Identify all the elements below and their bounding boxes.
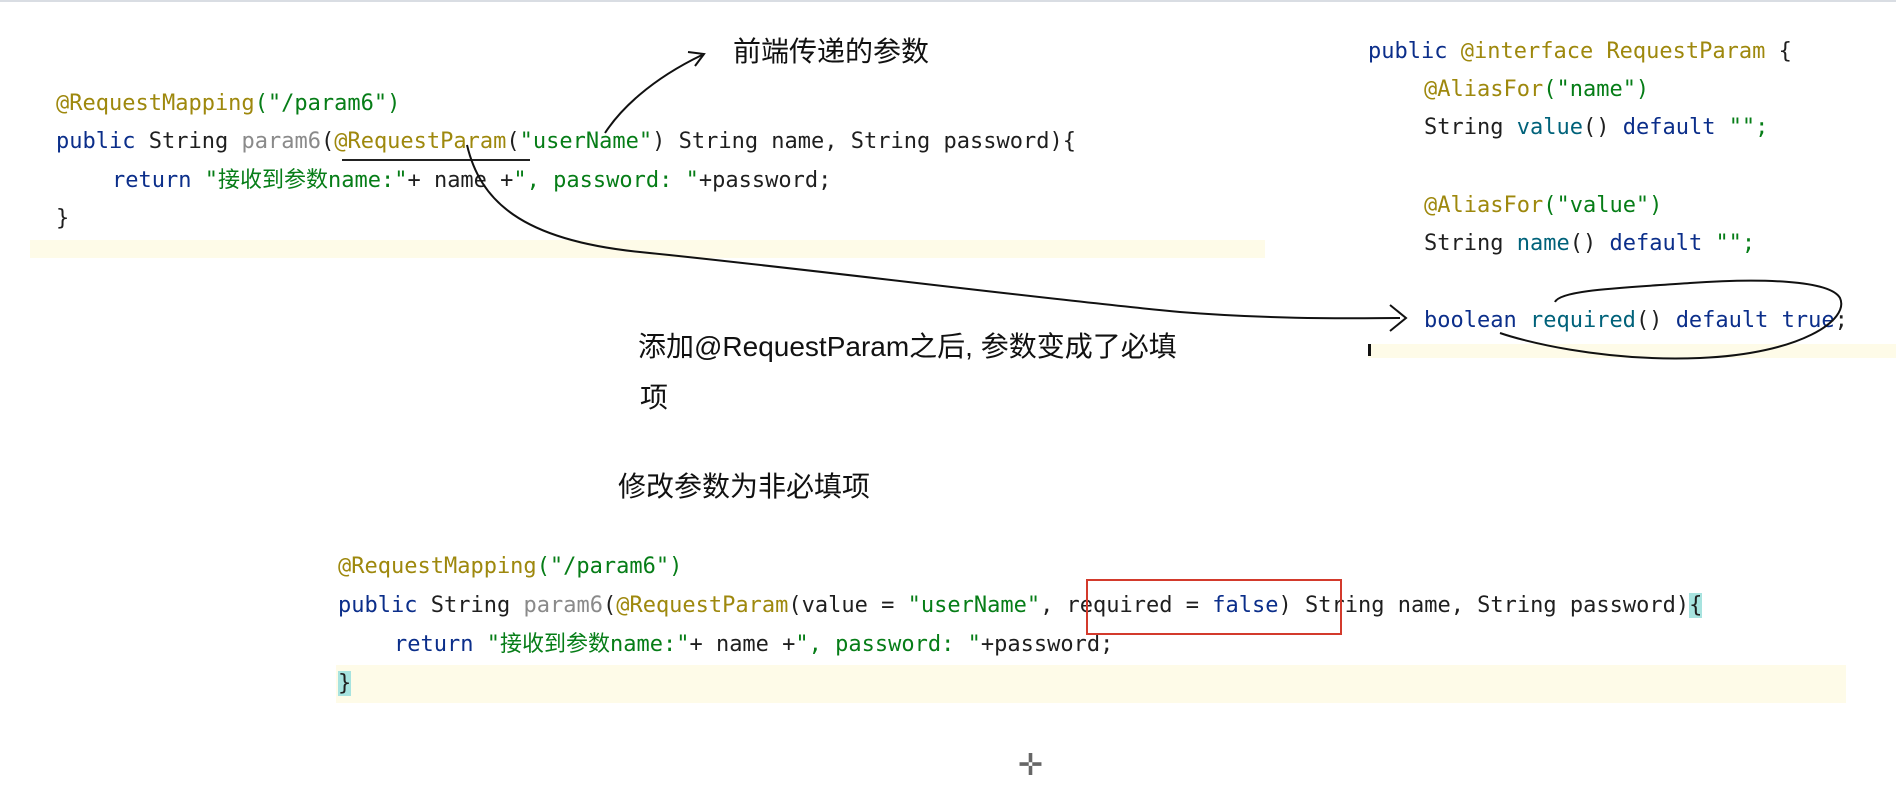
- annotation-request-mapping: @RequestMapping: [338, 554, 537, 579]
- note-required-line1: 添加@RequestParam之后, 参数变成了必填: [638, 331, 1177, 362]
- return-string-1: "接收到参数name:": [486, 632, 690, 657]
- bottom-code-snippet: @RequestMapping("/param6") public String…: [338, 552, 1703, 696]
- note-frontend-param: 前端传递的参数: [733, 36, 930, 67]
- method-required: required: [1529, 308, 1636, 333]
- mapping-path: ("/param6"): [254, 91, 401, 116]
- keyword-default: default: [1609, 231, 1703, 256]
- code-line-mapping: @RequestMapping("/param6"): [56, 89, 400, 119]
- top-code-snippet: @RequestMapping("/param6") public String…: [56, 89, 1076, 231]
- arrowhead-frontend-note: [687, 51, 706, 67]
- return-end: +password;: [980, 632, 1114, 657]
- return-type: String: [430, 593, 511, 618]
- iface-line-alias2: @AliasFor("value"): [1424, 191, 1662, 221]
- method-parens: (): [1635, 308, 1663, 333]
- keyword-public: public: [56, 129, 136, 154]
- return-end: +password;: [698, 168, 832, 193]
- keyword-return: return: [112, 168, 192, 193]
- note-modify: 修改参数为非必填项: [618, 471, 871, 502]
- cursor-crosshair-icon: ✛: [1018, 748, 1044, 783]
- annotation-request-param: @RequestParam: [616, 593, 789, 618]
- iface-line-alias1: @AliasFor("name"): [1424, 75, 1649, 105]
- code-line-mapping: @RequestMapping("/param6"): [338, 552, 682, 582]
- arrow-to-required: [466, 144, 1401, 320]
- return-mid: + name +: [407, 168, 514, 193]
- return-string-1: "接收到参数name:": [204, 168, 408, 193]
- value-string: "userName": [907, 593, 1041, 618]
- keyword-public: public: [1368, 39, 1448, 64]
- return-string-2: ", password: ": [795, 632, 981, 657]
- keyword-true: true: [1781, 308, 1835, 333]
- required-key: required =: [1053, 593, 1213, 618]
- open-brace-matched: {: [1689, 593, 1703, 618]
- keyword-boolean: boolean: [1424, 308, 1517, 333]
- keyword-interface: @interface: [1460, 39, 1594, 64]
- note-required-line2: 项: [640, 382, 669, 413]
- interface-name: RequestParam: [1606, 39, 1766, 64]
- keyword-public: public: [338, 593, 418, 618]
- code-line-return: return "接收到参数name:"+ name +", password: …: [394, 630, 1113, 660]
- code-line-close: }: [338, 669, 352, 699]
- keyword-default: default: [1675, 308, 1769, 333]
- default-value: "";: [1728, 115, 1769, 140]
- top-border: [0, 0, 1896, 2]
- method-parens: (): [1569, 231, 1597, 256]
- keyword-default: default: [1622, 115, 1716, 140]
- open-paren: (: [320, 129, 335, 154]
- annotation-args-open: (: [506, 129, 520, 154]
- open-brace: {: [1778, 39, 1792, 64]
- code-line-signature: public String param6(@RequestParam("user…: [56, 127, 1076, 157]
- code-line-return: return "接收到参数name:"+ name +", password: …: [112, 166, 831, 196]
- iface-line-name: String name() default "";: [1424, 229, 1755, 259]
- arrow-to-frontend-note: [604, 54, 703, 134]
- default-value: "";: [1715, 231, 1756, 256]
- annotation-alias-for: @AliasFor: [1424, 77, 1544, 102]
- keyword-false: false: [1212, 593, 1279, 618]
- iface-line-decl: public @interface RequestParam {: [1368, 37, 1792, 67]
- current-line-highlight-iface: [1368, 344, 1896, 358]
- param-value-string: "userName": [519, 129, 653, 154]
- return-mid: + name +: [689, 632, 796, 657]
- annotation-args-close: ): [652, 129, 666, 154]
- comma: ,: [1040, 593, 1054, 618]
- method-parens: (): [1582, 115, 1610, 140]
- annotation-request-param: @RequestParam: [334, 129, 507, 154]
- value-key: (value =: [788, 593, 908, 618]
- annotation-alias-for: @AliasFor: [1424, 193, 1544, 218]
- text-caret: [1368, 344, 1371, 356]
- open-paren: (: [602, 593, 617, 618]
- alias-args: ("name"): [1543, 77, 1650, 102]
- highlight-box-required-false: [1086, 579, 1342, 635]
- return-type: String: [148, 129, 229, 154]
- iface-line-value: String value() default "";: [1424, 113, 1768, 143]
- arrowhead-required: [1389, 304, 1408, 332]
- circle-required-true: [1499, 279, 1843, 360]
- type-string: String: [1424, 115, 1504, 140]
- code-line-close: }: [56, 204, 69, 234]
- annotation-request-mapping: @RequestMapping: [56, 91, 255, 116]
- alias-args: ("value"): [1543, 193, 1663, 218]
- close-brace: }: [56, 206, 70, 231]
- current-line-highlight-bottom: [336, 665, 1846, 703]
- return-string-2: ", password: ": [513, 168, 699, 193]
- close-paren: ): [1278, 593, 1292, 618]
- method-name: param6: [523, 593, 603, 618]
- underline-request-param: [342, 159, 530, 161]
- params-rest: String name, String password): [1291, 593, 1690, 618]
- mapping-path: ("/param6"): [536, 554, 683, 579]
- keyword-return: return: [394, 632, 474, 657]
- current-line-highlight-top: [30, 240, 1265, 258]
- params-rest: String name, String password){: [665, 129, 1076, 154]
- close-brace-matched: }: [338, 671, 352, 696]
- method-value: value: [1516, 115, 1583, 140]
- type-string: String: [1424, 231, 1504, 256]
- code-line-signature: public String param6(@RequestParam(value…: [338, 591, 1703, 621]
- method-name: param6: [241, 129, 321, 154]
- method-name: name: [1516, 231, 1570, 256]
